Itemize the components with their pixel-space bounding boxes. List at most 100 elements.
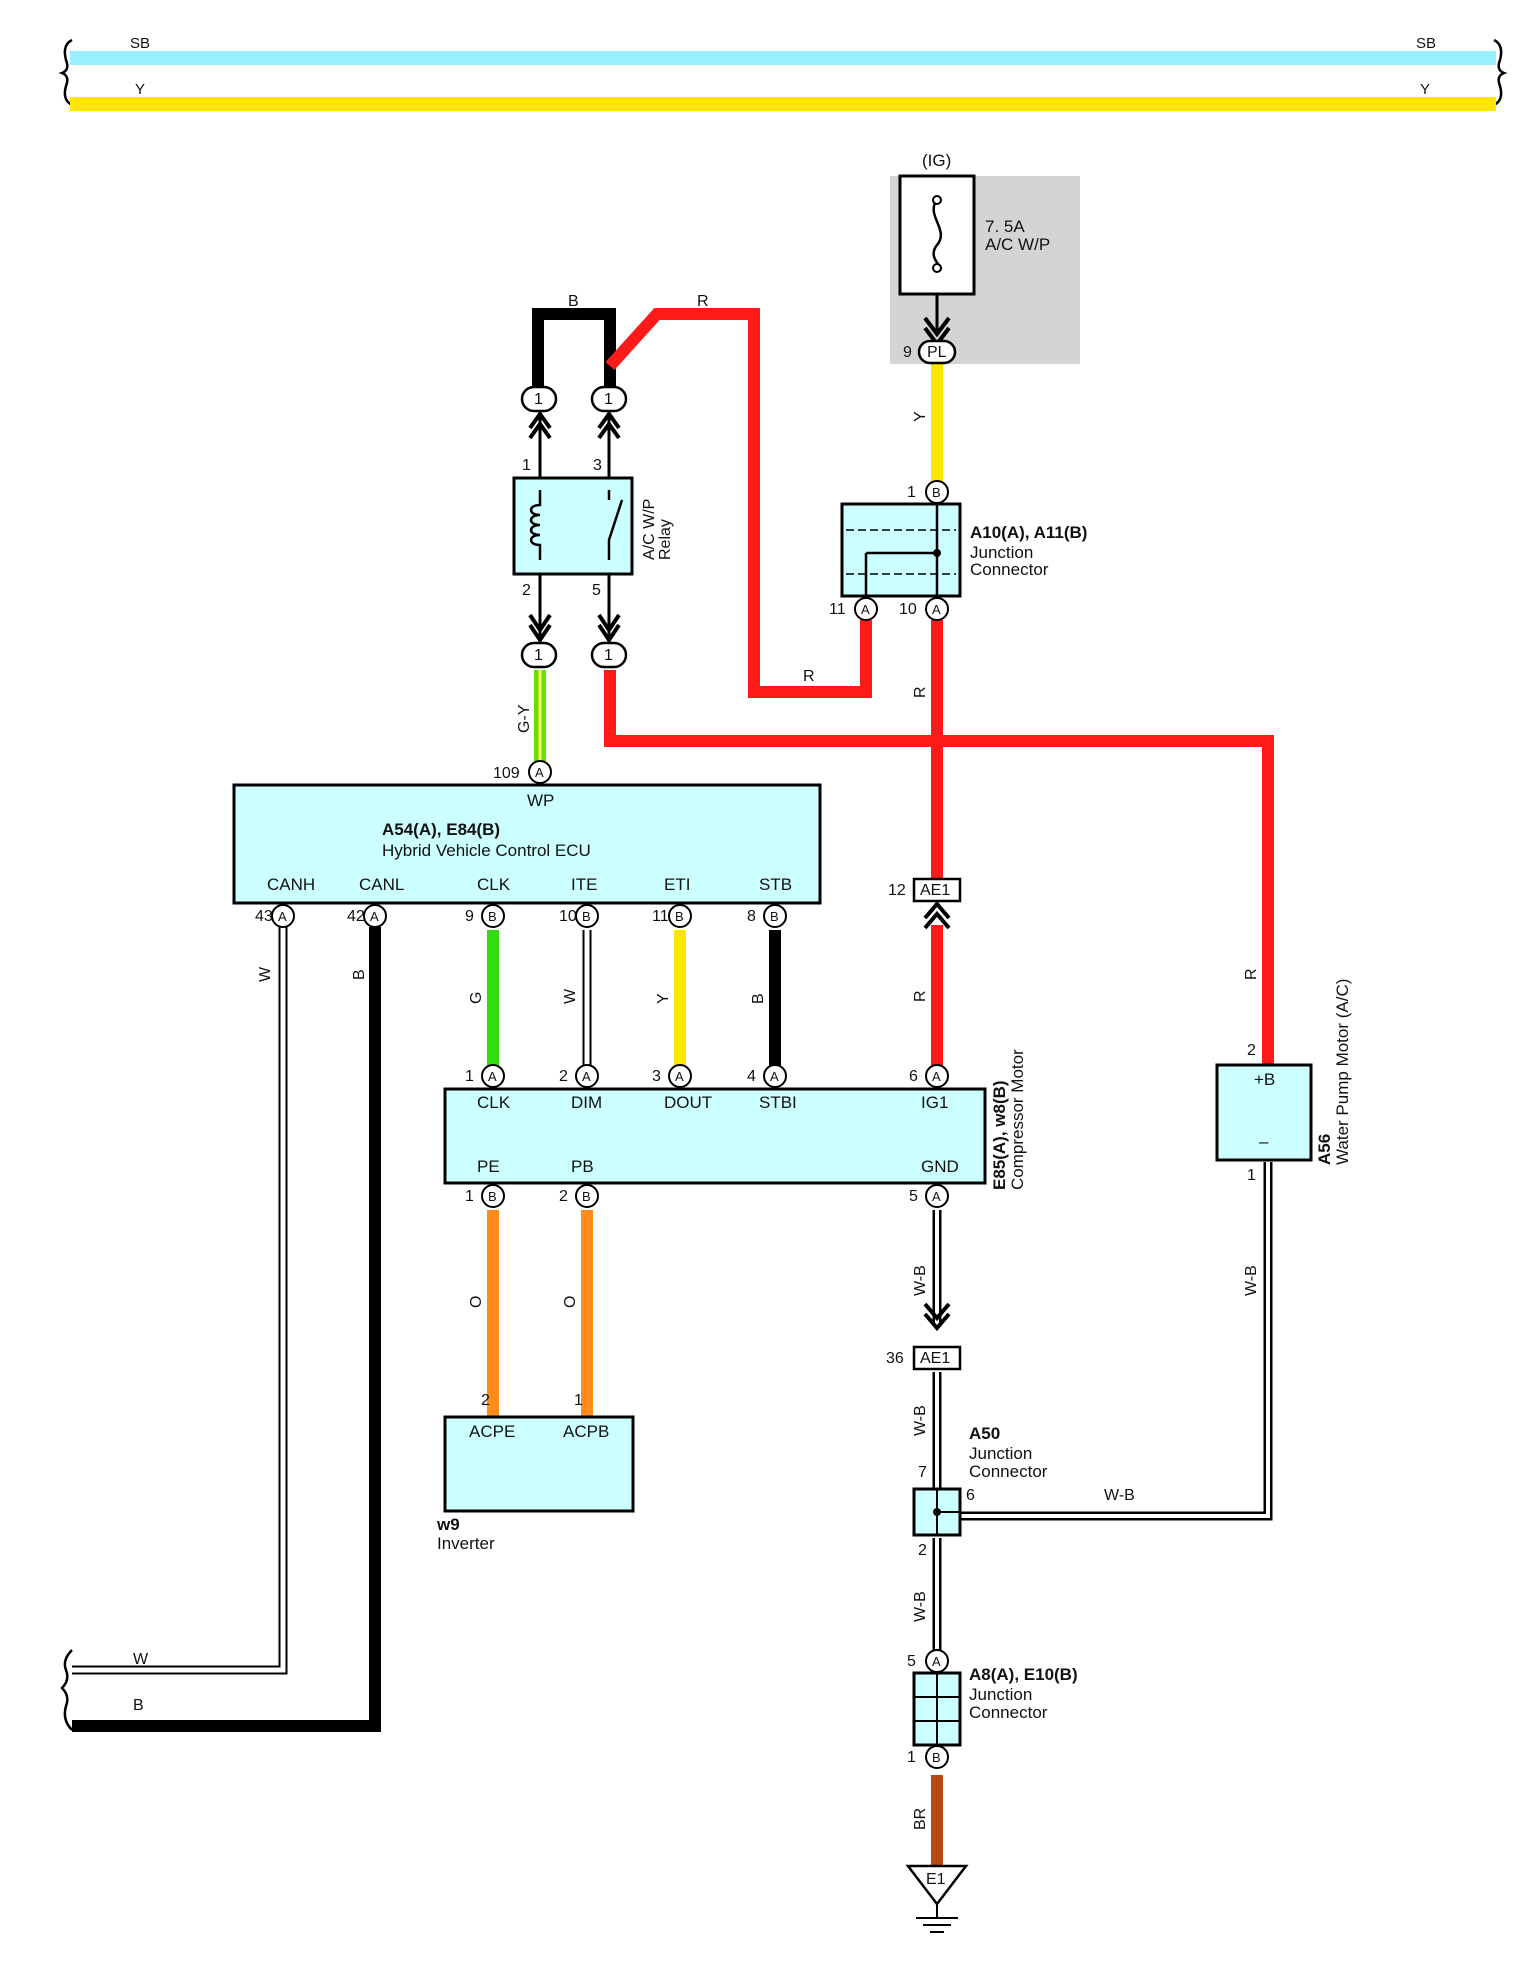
compressor-bottom-pin-1: B (575, 1184, 599, 1208)
ecu-num-1: 42 (347, 908, 365, 925)
svg-text:A: A (932, 1069, 941, 1084)
fuse-pin-num: 9 (903, 344, 912, 361)
label-wb2: W-B (912, 1405, 929, 1436)
relay-arrow-icon-2 (528, 613, 552, 644)
svg-text:B: B (770, 909, 779, 924)
ecu-pin-5: B (763, 904, 787, 928)
jc-top-pin-a11-num: 11 (829, 601, 846, 618)
compressor-top-num-3: 4 (747, 1068, 756, 1085)
svg-text:A: A (675, 1069, 684, 1084)
hybrid-vehicle-control-ecu: A 109 WP A54(A), E84(B) Hybrid Vehicle C… (232, 760, 822, 928)
compressor-top-label-4: IG1 (921, 1093, 948, 1112)
jc-bottom-pin-top-num: 5 (907, 1653, 916, 1670)
svg-text:B: B (675, 909, 684, 924)
relay-oval-top-right: 1 (590, 385, 628, 413)
ecu-pin-3: B (575, 904, 599, 928)
svg-text:A: A (770, 1069, 779, 1084)
pump-plus-label: +B (1254, 1070, 1275, 1089)
wires (72, 308, 1274, 1868)
inverter-acpb-num: 1 (574, 1392, 583, 1409)
jc-top-title: A10(A), A11(B) (970, 523, 1087, 542)
ecu-body (232, 783, 822, 905)
compressor-bottom-num-2: 5 (909, 1188, 918, 1205)
label-br: BR (912, 1808, 929, 1830)
compressor-top-pin-1: A (575, 1064, 599, 1088)
compressor-top-label-0: CLK (477, 1093, 511, 1112)
ecu-label-0: CANH (267, 875, 315, 894)
label-o1: O (468, 1296, 485, 1308)
svg-text:A: A (488, 1069, 497, 1084)
relay-pin5-num: 5 (592, 582, 601, 599)
compressor-body (443, 1087, 987, 1185)
compressor-top-pin-3: A (763, 1064, 787, 1088)
compressor-top-pin-4: A (925, 1064, 949, 1088)
a50-junction-connector: A50 Junction Connector 7 6 2 (912, 1424, 1048, 1559)
svg-text:B: B (488, 909, 497, 924)
svg-text:A: A (370, 909, 379, 924)
fuse-block: (IG) 7. 5A A/C W/P PL 9 (890, 151, 1080, 365)
a50-node (933, 1508, 941, 1516)
label-r-motor: R (1243, 968, 1260, 980)
ground-label: E1 (926, 1871, 946, 1888)
ecu-label-5: STB (759, 875, 792, 894)
pump-body (1215, 1063, 1313, 1162)
label-r-ae1: R (912, 990, 929, 1002)
label-y-fuse: Y (912, 411, 929, 422)
fuse-rating: 7. 5A (985, 217, 1025, 236)
svg-text:A: A (932, 602, 941, 617)
compressor-bottom-num-1: 2 (559, 1188, 568, 1205)
ae1-connector-top: AE1 12 (888, 877, 962, 930)
relay-arrow-icon-3 (597, 410, 621, 440)
r-relay-to-jc-wire (605, 308, 872, 698)
compressor-top-num-4: 6 (909, 1068, 918, 1085)
compressor-top-pin-0: A (481, 1064, 505, 1088)
compressor-bottom-label-0: PE (477, 1157, 500, 1176)
relay-pin3-num: 3 (593, 457, 602, 474)
label-r-vert: R (912, 686, 929, 698)
jc-bottom-pin-bot: B (925, 1745, 949, 1769)
ecu-label-1: CANL (359, 875, 404, 894)
svg-text:A: A (582, 1069, 591, 1084)
label-wb3: W-B (912, 1591, 929, 1622)
svg-text:B: B (932, 485, 941, 500)
inverter-acpe: ACPE (469, 1422, 515, 1441)
label-o2: O (562, 1296, 579, 1308)
w-canh-wire (72, 927, 286, 1673)
a50-title: A50 (969, 1424, 1000, 1443)
ecu-label-3: ITE (571, 875, 597, 894)
inverter-acpe-num: 2 (481, 1392, 490, 1409)
fuse-conn-label: PL (927, 344, 947, 361)
relay-name-line1: A/C W/P (641, 499, 658, 560)
ecu-pin-0: A (271, 904, 295, 928)
jc-bottom-line2: Connector (969, 1703, 1048, 1722)
label-wb1: W-B (912, 1265, 929, 1296)
pump-title: A56 (1315, 1134, 1334, 1165)
ecu-pin-wp-num: 109 (493, 765, 520, 782)
b-canl-wire (72, 927, 381, 1732)
svg-text:A: A (278, 909, 287, 924)
label-wb-horiz: W-B (1104, 1487, 1135, 1504)
a50-pin2: 2 (918, 1542, 927, 1559)
inverter-acpb: ACPB (563, 1422, 609, 1441)
label-gy: G-Y (516, 704, 533, 733)
bus-lines: SB SB Y Y (58, 35, 1508, 111)
ae1-bottom-arrow-icon (923, 1302, 951, 1332)
junction-connector-bottom: A 5 B 1 A8(A), E10(B) Junction Connector (907, 1649, 1078, 1769)
jc-top-pin-a10: A (925, 597, 949, 621)
relay-oval-bottom-left: 1 (520, 641, 558, 669)
bus-break-right (1493, 38, 1508, 107)
jc-top-pin-b1-num: 1 (907, 484, 916, 501)
svg-text:B: B (932, 1750, 941, 1765)
label-b-can: B (351, 969, 368, 980)
compressor-name: Compressor Motor (1008, 1049, 1027, 1190)
ecu-num-3: 10 (559, 908, 577, 925)
ae1-bottom-label: AE1 (920, 1350, 950, 1367)
label-w-ite: W (562, 988, 579, 1004)
ecu-num-4: 11 (652, 908, 669, 925)
ae1-bottom-num: 36 (886, 1350, 904, 1367)
svg-text:A: A (861, 602, 870, 617)
jc-top-pin-b1: B (925, 480, 949, 504)
jc-top-pin-a11: A (854, 597, 878, 621)
ecu-pin-1: A (363, 904, 387, 928)
